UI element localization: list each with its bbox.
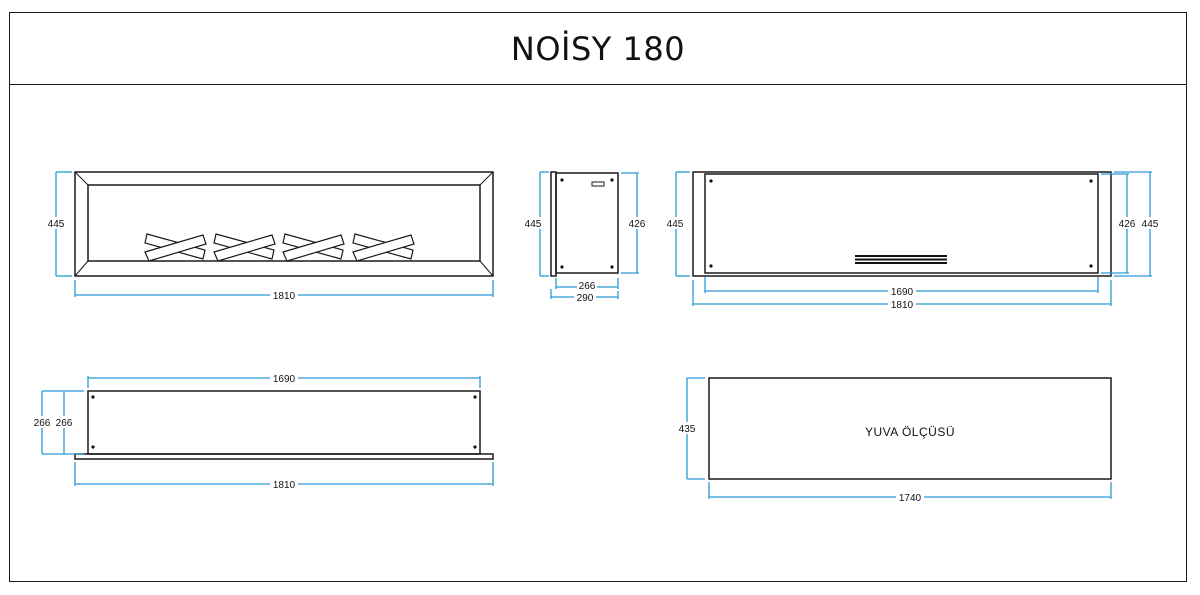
side-inner-width-label: 266 [579, 281, 596, 292]
rear-outer-width-label: 1810 [891, 300, 914, 311]
rear-height-right-inner-label: 426 [1119, 219, 1136, 230]
side-outer-width-dimension: 290 [550, 289, 619, 304]
page-title: NOİSY 180 [510, 29, 686, 68]
log-set-4 [352, 233, 415, 262]
rear-vent-grille [855, 255, 947, 264]
side-height-right-label: 426 [629, 219, 646, 230]
rear-height-left-dimension: 445 [664, 171, 690, 277]
side-vent-slot [591, 181, 605, 187]
rear-inner-width-label: 1690 [891, 287, 914, 298]
screw-icon [91, 445, 95, 449]
log-set-2 [213, 233, 276, 262]
front-width-dimension: 1810 [74, 280, 494, 302]
niche-height-label: 435 [679, 424, 696, 435]
top-view: 1690 1810 266 266 [32, 372, 494, 491]
screw-icon [91, 395, 95, 399]
top-height-left-dimension: 266 [32, 390, 84, 455]
top-outer-width-label: 1810 [273, 480, 296, 491]
screw-icon [709, 179, 713, 183]
side-height-left-label: 445 [525, 219, 542, 230]
top-height-right-label: 266 [56, 418, 73, 429]
top-body [87, 390, 481, 455]
rear-outer-frame [692, 171, 1112, 277]
rear-outer-width-dimension: 1810 [692, 280, 1112, 311]
side-height-left-dimension: 445 [523, 171, 549, 277]
rear-view: 445 426 445 1690 1810 [664, 171, 1160, 311]
rear-height-right-outer-dimension: 445 [1114, 171, 1160, 277]
niche-label: YUVA ÖLÇÜSÜ [865, 425, 955, 439]
niche-height-dimension: 435 [676, 377, 705, 480]
rear-inner-width-dimension: 1690 [704, 277, 1099, 298]
top-height-right-dimension: 266 [54, 391, 74, 454]
front-height-label: 445 [48, 219, 65, 230]
drawing-frame: NOİSY 180 [9, 12, 1187, 582]
side-height-right-dimension: 426 [621, 172, 647, 274]
front-view: 445 1810 [44, 171, 494, 302]
niche-width-dimension: 1740 [708, 482, 1112, 504]
rear-height-left-label: 445 [667, 219, 684, 230]
rear-height-right-outer-label: 445 [1142, 219, 1159, 230]
screw-icon [560, 265, 564, 269]
front-firebox-opening [87, 184, 481, 262]
screw-icon [473, 445, 477, 449]
niche-outline [708, 377, 1112, 480]
screw-icon [473, 395, 477, 399]
top-inner-width-label: 1690 [273, 374, 296, 385]
rear-panel [704, 173, 1099, 274]
front-outer-frame [74, 171, 494, 277]
side-body [555, 172, 619, 274]
side-inner-width-dimension: 266 [555, 278, 619, 292]
screw-icon [1089, 264, 1093, 268]
screw-icon [560, 178, 564, 182]
log-set-3 [282, 233, 345, 262]
top-height-left-label: 266 [34, 418, 51, 429]
front-height-dimension: 445 [44, 171, 72, 277]
niche-view: YUVA ÖLÇÜSÜ 435 1740 [676, 377, 1112, 504]
screw-icon [610, 265, 614, 269]
screw-icon [709, 264, 713, 268]
top-outer-width-dimension: 1810 [74, 462, 494, 491]
title-bar: NOİSY 180 [10, 13, 1186, 85]
side-view: 445 426 266 290 [523, 171, 647, 304]
screw-icon [610, 178, 614, 182]
log-set-1 [144, 233, 207, 262]
niche-width-label: 1740 [899, 493, 922, 504]
top-flange [74, 453, 494, 460]
side-outer-width-label: 290 [577, 293, 594, 304]
front-width-label: 1810 [273, 291, 296, 302]
screw-icon [1089, 179, 1093, 183]
rear-height-right-inner-dimension: 426 [1101, 173, 1137, 274]
top-inner-width-dimension: 1690 [87, 372, 481, 388]
